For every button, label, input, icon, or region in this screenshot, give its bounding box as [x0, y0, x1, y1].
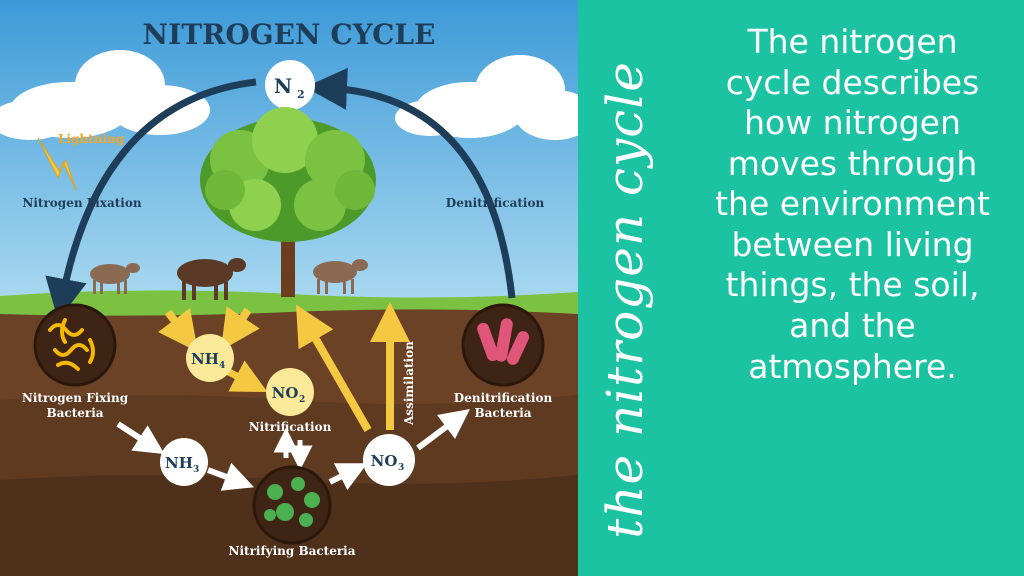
assimilation-label: Assimilation [402, 341, 416, 426]
cow-right [313, 259, 368, 294]
description-text: The nitrogen cycle describes how nitroge… [690, 22, 1015, 387]
no2-node [266, 368, 314, 416]
no3-subscript: 3 [398, 463, 404, 473]
description-line: moves through [727, 143, 978, 183]
n2-node [265, 60, 315, 110]
waste-to-nh4-arrow-right [220, 306, 260, 351]
nh4-label: NH [191, 350, 219, 368]
no2-label: NO [272, 384, 299, 402]
nh3-node [160, 438, 208, 486]
nitrifying-to-no3-arrow [328, 463, 368, 491]
nitrification-label: Nitrification [249, 420, 332, 434]
description-line: The nitrogen [747, 22, 958, 61]
lightning-label: Lightning [58, 132, 125, 146]
description-line: how nitrogen [744, 103, 961, 143]
nh3-to-nitrifying-arrow [206, 462, 255, 491]
no3-node [363, 434, 415, 486]
description-panel [578, 0, 1024, 576]
cloud-right [395, 55, 578, 140]
diagram-title: NITROGEN CYCLE [143, 18, 436, 51]
no3-to-denitrification-arrow [416, 409, 470, 451]
denitrification-arrow [305, 67, 516, 299]
n2-label: N [274, 74, 292, 98]
vertical-title: the nitrogen cycle [596, 61, 654, 539]
description-line: the environment [715, 184, 990, 224]
lightning-bolt-icon [37, 137, 77, 191]
nitrogen-cycle-diagram: NITROGEN CYCLE N 2 Lightning Nitrogen Fi… [0, 0, 578, 576]
no3-label: NO [371, 452, 398, 470]
nh4-to-no2-arrow [223, 360, 268, 393]
description-line: cycle describes [725, 62, 980, 102]
nh4-node [186, 334, 234, 382]
denitrification-bacteria-label-2: Bacteria [474, 406, 531, 420]
grass [0, 290, 578, 316]
nh3-label: NH [165, 454, 193, 472]
bacteria-to-nh3-arrow [116, 421, 165, 455]
nitrogen-fixing-bacteria-label-1: Nitrogen Fixing [22, 391, 129, 405]
waste-to-nh4-arrow-left [158, 308, 198, 352]
nitrogen-fixing-bacteria-label-2: Bacteria [46, 406, 103, 420]
description-line: and the [789, 306, 916, 346]
tree-crown [200, 107, 376, 242]
nitrifying-bacteria-label: Nitrifying Bacteria [229, 544, 356, 558]
description-line: atmosphere. [748, 346, 957, 386]
description-line: between living [731, 224, 974, 264]
nh3-subscript: 3 [193, 465, 199, 475]
n2-subscript: 2 [297, 88, 305, 101]
nitrogen-fixation-arrow [45, 78, 257, 321]
denitrification-bacteria-label-1: Denitrification [454, 391, 553, 405]
nh4-subscript: 4 [219, 361, 225, 371]
no2-subscript: 2 [299, 395, 305, 405]
cow-middle [177, 258, 246, 300]
cloud-left [0, 50, 210, 140]
description-line: things, the soil, [725, 265, 980, 305]
no3-to-tree-arrow [296, 304, 372, 432]
cow-left [90, 263, 140, 294]
nitrifying-bacteria-icon [252, 465, 332, 545]
denitrification-label: Denitrification [446, 196, 545, 210]
nitrogen-fixation-label: Nitrogen Fixation [22, 196, 141, 210]
